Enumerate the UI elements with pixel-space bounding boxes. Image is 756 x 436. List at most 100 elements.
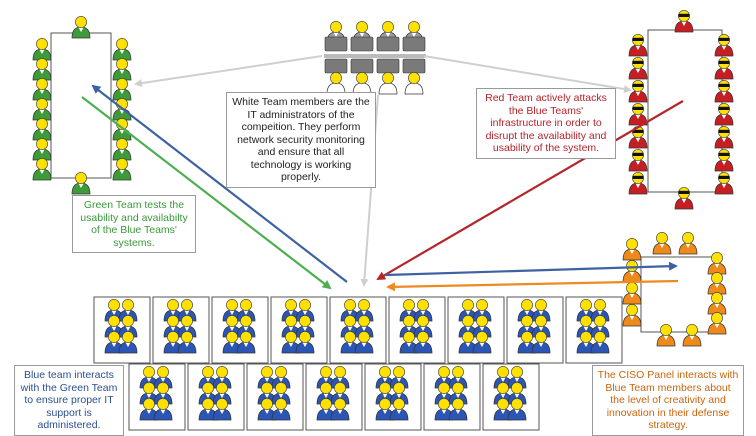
red-team-note: Red Team actively attacks the Blue Teams… — [476, 88, 616, 159]
person-icon — [493, 398, 513, 421]
person-icon — [271, 398, 291, 421]
blue-team-station — [423, 363, 481, 431]
person-icon — [257, 398, 277, 421]
person-icon — [448, 398, 468, 421]
person-icon — [714, 126, 734, 149]
person-icon — [236, 331, 256, 354]
person-icon — [112, 38, 132, 61]
person-icon — [628, 103, 648, 126]
person-icon — [330, 398, 350, 421]
person-icon — [674, 187, 694, 210]
person-icon — [628, 34, 648, 57]
blue-team-stations — [93, 296, 623, 431]
green-team-members — [32, 16, 132, 195]
person-icon — [622, 282, 642, 305]
person-icon — [628, 149, 648, 172]
person-icon — [678, 232, 698, 255]
interaction-arrows — [81, 55, 684, 292]
person-icon — [404, 72, 424, 95]
ciso-to-blue-arrow — [386, 279, 679, 292]
person-icon — [714, 80, 734, 103]
person-icon — [656, 324, 676, 347]
person-icon — [32, 98, 52, 121]
blue-team-station — [187, 363, 245, 431]
red-to-blue-arrow — [376, 100, 684, 281]
person-icon — [714, 149, 734, 172]
person-icon — [163, 331, 183, 354]
person-icon — [531, 331, 551, 354]
person-icon — [222, 331, 242, 354]
person-icon — [707, 312, 727, 335]
person-icon — [714, 34, 734, 57]
person-icon — [71, 172, 91, 195]
ciso-panel-note: The CISO Panel interacts with Blue Team … — [592, 365, 744, 436]
blue-team-station — [565, 296, 623, 364]
person-icon — [707, 292, 727, 315]
person-icon — [112, 78, 132, 101]
person-icon — [198, 398, 218, 421]
person-icon — [295, 331, 315, 354]
person-icon — [340, 331, 360, 354]
blue-team-station — [93, 296, 151, 364]
white-team-note: White Team members are the IT administra… — [226, 92, 376, 188]
person-icon — [354, 331, 374, 354]
person-icon — [714, 172, 734, 195]
green-to-blue-arrow — [81, 96, 332, 290]
person-icon — [104, 331, 124, 354]
white-team-workstations — [324, 21, 426, 95]
blue-to-green-arrow — [91, 84, 348, 283]
person-icon — [112, 58, 132, 81]
person-icon — [590, 331, 610, 354]
blue-to-ciso-arrow — [385, 261, 678, 277]
person-icon — [212, 398, 232, 421]
person-icon — [32, 158, 52, 181]
person-icon — [622, 260, 642, 283]
person-icon — [652, 232, 672, 255]
person-icon — [177, 331, 197, 354]
person-icon — [413, 331, 433, 354]
blue-team-station — [447, 296, 505, 364]
green-team-note: Green Team tests the usability and avail… — [72, 195, 196, 253]
blue-team-station — [506, 296, 564, 364]
blue-team-station — [329, 296, 387, 364]
blue-team-station — [364, 363, 422, 431]
person-icon — [682, 324, 702, 347]
person-icon — [32, 118, 52, 141]
person-icon — [622, 238, 642, 261]
white-to-red-arrow — [423, 55, 632, 93]
person-icon — [628, 126, 648, 149]
blue-team-station — [128, 363, 186, 431]
person-icon — [32, 38, 52, 61]
person-icon — [71, 16, 91, 39]
person-icon — [714, 103, 734, 126]
blue-team-station — [270, 296, 328, 364]
blue-team-station — [211, 296, 269, 364]
person-icon — [628, 172, 648, 195]
white-to-green-arrow — [134, 55, 323, 88]
blue-team-station — [388, 296, 446, 364]
green-team-table — [50, 32, 112, 179]
blue-team-station — [152, 296, 210, 364]
person-icon — [628, 57, 648, 80]
person-icon — [118, 331, 138, 354]
person-icon — [112, 158, 132, 181]
blue-team-station — [246, 363, 304, 431]
blue-team-note: Blue team interacts with the Green Team … — [14, 365, 124, 436]
person-icon — [622, 304, 642, 327]
red-team-table — [647, 29, 723, 193]
person-icon — [674, 10, 694, 33]
person-icon — [153, 398, 173, 421]
person-icon — [112, 138, 132, 161]
person-icon — [139, 398, 159, 421]
person-icon — [32, 58, 52, 81]
ciso-panel-members — [622, 232, 727, 347]
blue-team-station — [482, 363, 540, 431]
person-icon — [714, 57, 734, 80]
ciso-panel-table — [640, 256, 716, 333]
person-icon — [32, 78, 52, 101]
person-icon — [375, 398, 395, 421]
person-icon — [434, 398, 454, 421]
person-icon — [507, 398, 527, 421]
person-icon — [326, 72, 346, 95]
